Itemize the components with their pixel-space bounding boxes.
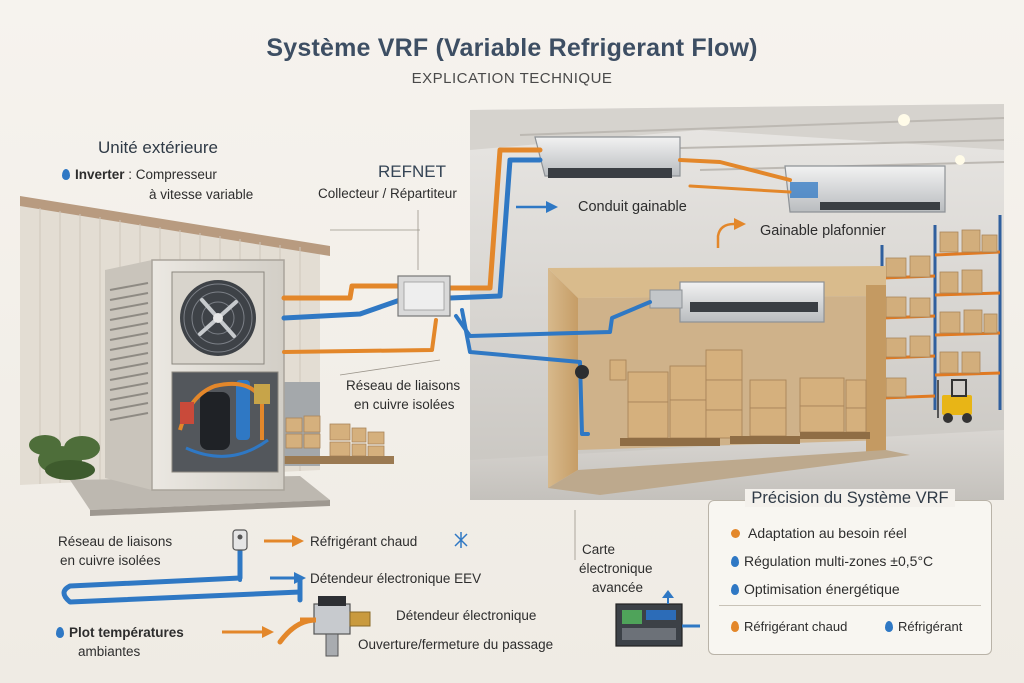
precision-panel: Précision du Système VRF Adaptation au b…	[708, 489, 992, 655]
ducted-units	[534, 136, 946, 213]
inverter-desc: : Compresseur	[128, 167, 217, 182]
precision-item-label: Adaptation au besoin réel	[748, 525, 907, 541]
precision-item-label: Régulation multi-zones ±0,5°C	[744, 553, 934, 569]
eev-label: Détendeur électronique EEV	[310, 571, 482, 586]
legend-network-label: Réseau de liaisons	[58, 534, 173, 549]
sensor-note: Plot températures	[56, 624, 184, 642]
controller-board-icon	[615, 590, 700, 647]
precision-item: Optimisation énergétique	[731, 581, 900, 597]
drop-icon	[56, 627, 64, 638]
refnet-heading: REFNET	[378, 162, 446, 181]
callout-arrows	[222, 201, 746, 638]
refnet-desc: Collecteur / Répartiteur	[318, 186, 457, 201]
panel-divider	[719, 605, 981, 606]
piping-network-label: Réseau de liaisons	[346, 378, 461, 393]
controller-label-1: Carte	[582, 542, 616, 557]
drop-icon	[731, 556, 739, 567]
leader-lines	[330, 210, 576, 560]
outdoor-unit-heading: Unité extérieure	[98, 138, 219, 157]
precision-item: Adaptation au besoin réel	[731, 525, 907, 541]
controller-label-2: électronique	[579, 561, 653, 576]
inverter-note: Inverter : Compresseur	[62, 166, 217, 184]
indoor-room	[548, 266, 910, 495]
refrigerant-piping	[61, 147, 792, 645]
valve-title: Détendeur électronique	[396, 608, 537, 623]
hot-refrigerant-label: Réfrigérant chaud	[310, 534, 418, 549]
legend-hot-label: Réfrigérant chaud	[744, 619, 848, 634]
refnet-collector	[397, 275, 451, 317]
drop-icon	[885, 621, 893, 632]
outdoor-unit	[105, 259, 285, 491]
controller-label-3: avancée	[592, 580, 644, 595]
drop-icon	[731, 584, 739, 595]
eev-valve-icon	[300, 596, 371, 657]
ceiling-unit-label: Gainable plafonnier	[760, 223, 886, 239]
valve-desc: Ouverture/fermeture du passage	[358, 637, 554, 652]
drop-icon	[62, 169, 70, 180]
sensor-icon	[232, 529, 248, 551]
sensor-label-2: ambiantes	[78, 644, 141, 659]
bullet-icon	[731, 529, 740, 538]
piping-network-label-2: en cuivre isolées	[354, 397, 455, 412]
page-subtitle: EXPLICATION TECHNIQUE	[411, 70, 613, 87]
precision-item: Régulation multi-zones ±0,5°C	[731, 553, 933, 569]
duct-unit-label: Conduit gainable	[578, 199, 687, 215]
legend-cold-label: Réfrigérant	[898, 619, 963, 634]
inverter-label: Inverter	[75, 167, 125, 182]
page-title: Système VRF (Variable Refrigerant Flow)	[266, 34, 758, 62]
precision-panel-title-text: Précision du Système VRF	[745, 489, 955, 507]
drop-icon	[731, 621, 739, 632]
legend-network-label-2: en cuivre isolées	[60, 553, 161, 568]
inverter-desc-line2: à vitesse variable	[149, 187, 254, 202]
sensor-label: Plot températures	[69, 625, 184, 640]
legend-cold: Réfrigérant	[885, 619, 962, 634]
precision-panel-title: Précision du Système VRF	[709, 489, 991, 508]
legend-hot: Réfrigérant chaud	[731, 619, 847, 634]
snowflake-icon	[454, 532, 468, 548]
precision-item-label: Optimisation énergétique	[744, 581, 900, 597]
